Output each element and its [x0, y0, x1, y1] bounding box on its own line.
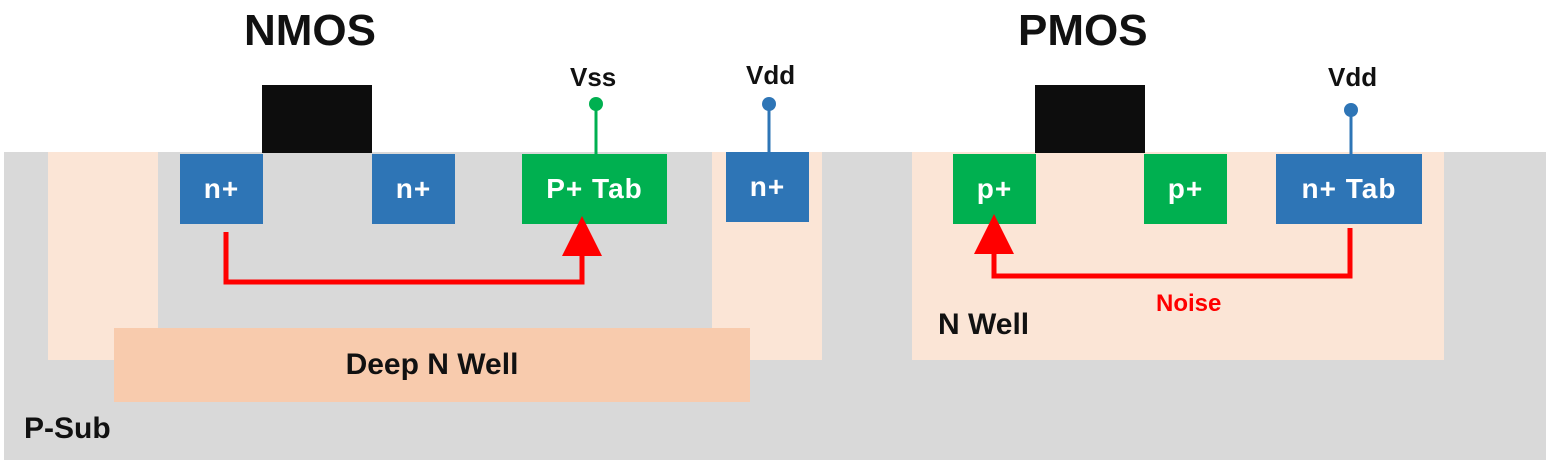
pmos-drain-diffusion: p+ — [1144, 154, 1227, 224]
pmos-n-plus-tab: n+ Tab — [1276, 154, 1422, 224]
nmos-p-plus-tab: P+ Tab — [522, 154, 667, 224]
n-well-label: N Well — [938, 308, 1030, 341]
vss-pin-dot — [589, 97, 603, 111]
nmos-gate — [262, 85, 372, 153]
pmos-source-diffusion: p+ — [953, 154, 1036, 224]
nmos-vdd-pin-dot — [762, 97, 776, 111]
nmos-drain-diffusion: n+ — [372, 154, 455, 224]
pmos-title: PMOS — [1018, 6, 1148, 55]
vss-pin-label: Vss — [570, 62, 617, 92]
nmos-deep-well-contact: n+ — [726, 152, 809, 222]
pmos-vdd-pin-label: Vdd — [1328, 62, 1378, 92]
pmos-noise-arrow — [974, 214, 1353, 279]
pmos-vdd-pin-dot — [1344, 103, 1358, 117]
nmos-source-diffusion: n+ — [180, 154, 263, 224]
deep-n-well — [114, 328, 750, 402]
deep-n-well-label: Deep N Well — [345, 348, 519, 381]
nmos-title: NMOS — [244, 6, 376, 55]
nmos-vdd-pin-label: Vdd — [746, 60, 796, 90]
nmos-left-n-well — [48, 152, 158, 360]
p-sub-label: P-Sub — [24, 412, 111, 445]
nmos-noise-arrow — [223, 216, 602, 285]
pmos-gate — [1035, 85, 1145, 153]
noise-label: Noise — [1156, 290, 1222, 317]
